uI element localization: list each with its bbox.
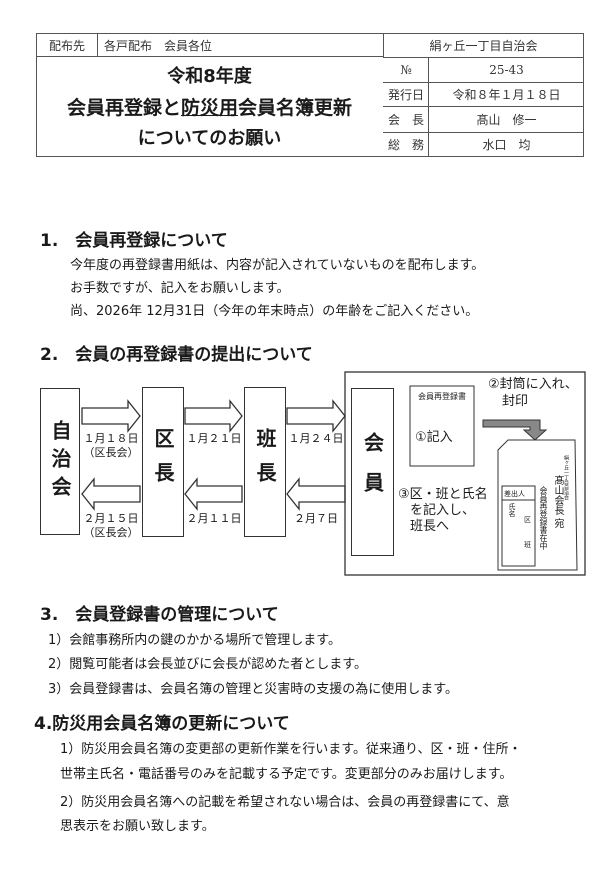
- doc-number-value: 25-43: [489, 62, 524, 77]
- step2-label: ②封筒に入れ、封印: [488, 377, 578, 409]
- node-kucho: 区長: [142, 387, 184, 537]
- section4-heading: 4.防災用会員名簿の更新について: [34, 714, 290, 734]
- forward-date: １月２４日: [288, 432, 344, 445]
- general-affairs-value: 水口 均: [482, 138, 531, 152]
- section4-line: 2）防災用会員名簿への記載を希望されない場合は、会員の再登録書にて、意: [60, 795, 510, 810]
- section4-line: 思表示をお願い致します。: [60, 819, 215, 834]
- forward-date: １月１８日（区長会）: [83, 432, 139, 459]
- issue-date-label: 発行日: [387, 88, 424, 102]
- section3-line: 1）会館事務所内の鍵のかかる場所で管理します。: [48, 633, 341, 648]
- section3-line: 2）閲覧可能者は会長並びに会長が認めた者とします。: [48, 657, 367, 672]
- title-line1: 令和8年度: [167, 66, 252, 87]
- distribution-value: 各戸配布 会員各位: [104, 38, 213, 53]
- section2-heading: 2. 会員の再登録書の提出について: [40, 345, 313, 365]
- section4-line: 1）防災用会員名簿の変更部の更新作業を行います。従来通り、区・班・住所・: [60, 742, 522, 757]
- back-date: ２月１１日: [186, 512, 242, 525]
- distribution-label: 配布先: [48, 38, 85, 53]
- section1-line: 尚、2026年 12月31日（今年の年末時点）の年齢をご記入ください。: [70, 304, 479, 319]
- node-kaiin: 会員: [351, 388, 394, 556]
- arrows: [81, 371, 586, 576]
- forward-date: １月２１日: [186, 432, 242, 445]
- title-line2: 会員再登録と防災用会員名簿更新: [66, 97, 353, 119]
- node-hancho: 班長: [244, 387, 286, 537]
- organization-name: 絹ヶ丘一丁目自治会: [429, 38, 538, 53]
- section1-line: 今年度の再登録書用紙は、内容が記入されていないものを配布します。: [70, 258, 485, 273]
- step1-label: ①記入: [415, 430, 453, 445]
- issue-date-value: 令和８年１月１８日: [452, 88, 561, 102]
- general-affairs-label: 総 務: [387, 138, 424, 152]
- president-value: 髙山 修一: [476, 113, 537, 127]
- header-table: [36, 33, 584, 157]
- title-line3: についてのお願い: [137, 128, 282, 149]
- back-date: ２月７日: [294, 512, 338, 525]
- doc-number-label: №: [400, 62, 412, 77]
- section3-heading: 3. 会員登録書の管理について: [40, 605, 279, 625]
- section1-line: お手数ですが、記入をお願いします。: [70, 281, 290, 296]
- section1-heading: 1. 会員再登録について: [40, 231, 228, 251]
- form-title: 会員再登録書: [418, 392, 466, 401]
- step3-label: ③区・班と氏名を記入し、班長へ: [398, 487, 488, 534]
- back-date: ２月１５日（区長会）: [83, 512, 139, 539]
- node-jichikai: 自治会: [40, 388, 80, 535]
- section3-line: 3）会員登録書は、会員名簿の管理と災害時の支援の為に使用します。: [48, 682, 458, 697]
- section4-line: 世帯主氏名・電話番号のみを記載する予定です。変更部分のみお届けします。: [60, 767, 513, 782]
- president-label: 会 長: [387, 113, 424, 127]
